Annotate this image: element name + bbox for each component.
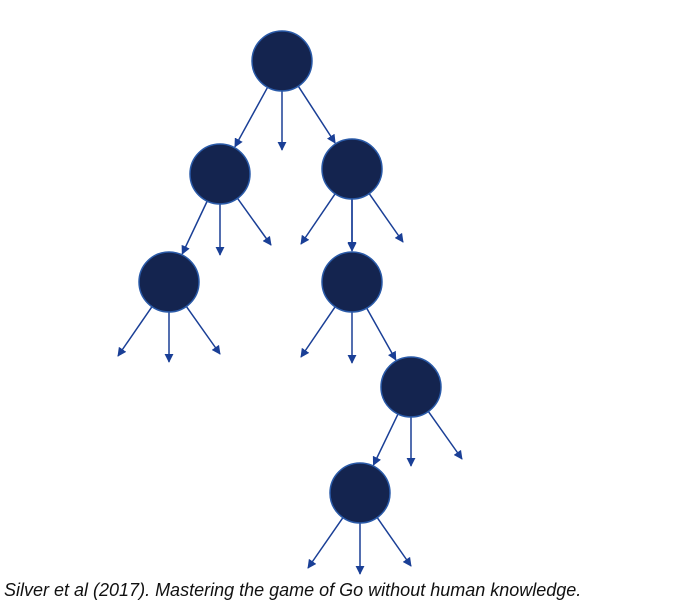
tree-node-left-child	[189, 143, 251, 205]
tree-edge-left-child-to-left-grandchild	[181, 200, 208, 255]
figure-caption: Silver et al (2017). Mastering the game …	[4, 580, 582, 600]
tree-node-level-4-node	[329, 462, 391, 524]
unexpanded-edge-level-3-node-12	[427, 411, 463, 460]
unexpanded-edge-left-child-2	[236, 197, 272, 246]
tree-node-right-child	[321, 138, 383, 200]
unexpanded-edge-level-4-node-15	[376, 517, 412, 567]
edges-layer	[117, 85, 463, 575]
tree-node-left-grandchild	[138, 251, 200, 313]
unexpanded-edge-right-grandchild-9	[300, 306, 336, 358]
unexpanded-edge-right-child-3	[300, 193, 336, 245]
unexpanded-edge-left-grandchild-6	[117, 306, 153, 357]
unexpanded-edge-level-4-node-13	[307, 517, 344, 569]
tree-edge-root-to-right-child	[297, 85, 336, 144]
tree-node-root	[251, 30, 313, 92]
unexpanded-edge-right-child-5	[368, 193, 404, 243]
tree-edge-root-to-left-child	[234, 86, 269, 148]
tree-edge-right-grandchild-to-level-3-node	[366, 307, 397, 361]
search-tree-diagram	[117, 30, 463, 575]
tree-edge-level-3-node-to-level-4-node	[372, 413, 399, 466]
tree-node-right-grandchild	[321, 251, 383, 313]
nodes-layer	[138, 30, 442, 524]
unexpanded-edge-left-grandchild-8	[185, 306, 221, 355]
tree-node-level-3-node	[380, 356, 442, 418]
